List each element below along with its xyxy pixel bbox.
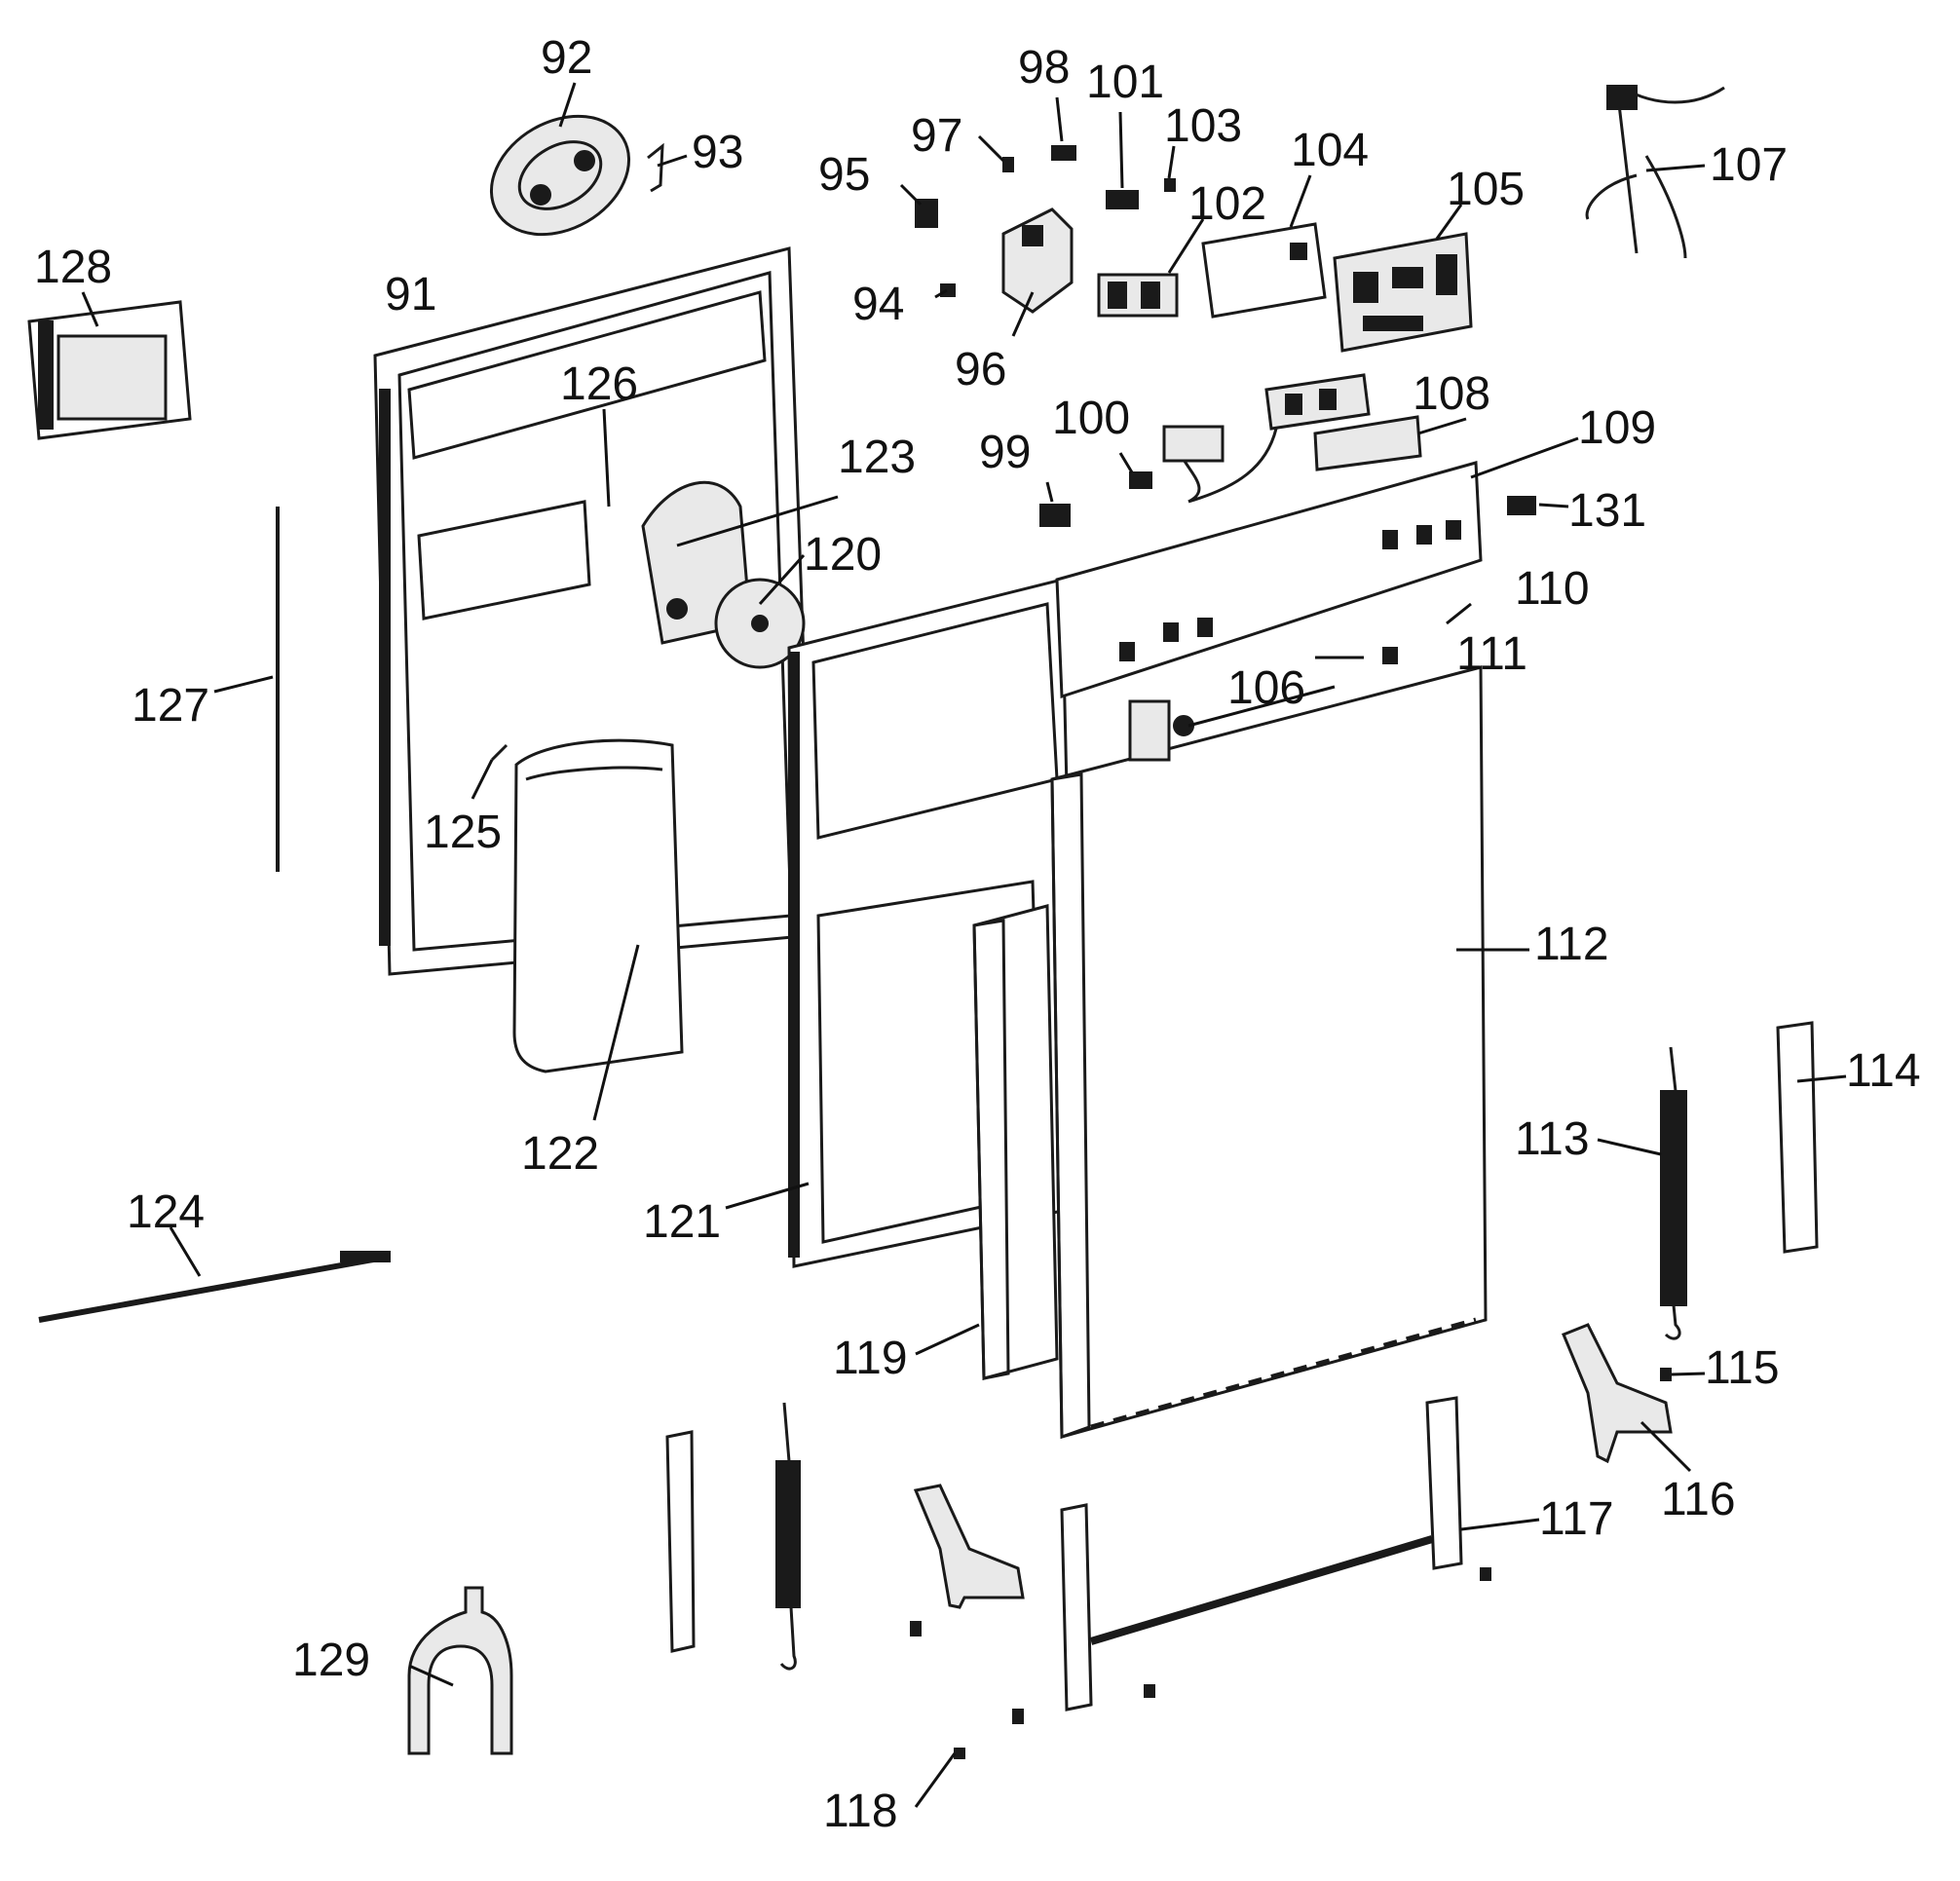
part-128-bracket (27, 300, 192, 440)
callout-104: 104 (1291, 125, 1369, 176)
part-113-spring (1660, 1046, 1687, 1340)
callout-110: 110 (1515, 563, 1590, 615)
part-122-insulation (512, 738, 684, 1073)
callout-129: 129 (292, 1635, 370, 1686)
part-104-control-board (1201, 222, 1327, 319)
part-109-control-panel (1055, 461, 1483, 699)
part-95-connector (915, 199, 938, 228)
part-103-pin (1164, 178, 1176, 192)
part-112-outer-door-panel (1050, 647, 1488, 1440)
part-hinge-arm-left (913, 1484, 1025, 1609)
callout-117: 117 (1539, 1493, 1614, 1545)
part-92-pump-assembly (489, 114, 631, 237)
part-114-bracket (1776, 1021, 1819, 1254)
callout-115: 115 (1705, 1342, 1780, 1394)
part-spring-left (775, 1402, 801, 1671)
callout-123: 123 (838, 432, 916, 483)
part-115-screw (1660, 1368, 1672, 1381)
callout-99: 99 (979, 427, 1031, 478)
callout-111: 111 (1456, 628, 1527, 680)
callout-102: 102 (1188, 178, 1266, 230)
callout-105: 105 (1447, 164, 1525, 215)
callout-101: 101 (1086, 56, 1164, 108)
callout-122: 122 (521, 1128, 599, 1180)
callout-97: 97 (911, 110, 962, 162)
callout-112: 112 (1534, 919, 1609, 970)
callout-127: 127 (132, 680, 209, 732)
callout-labels: 91 92 93 94 95 96 97 98 99 100 101 102 1… (34, 32, 1921, 1837)
part-131-button (1507, 496, 1536, 515)
callout-93: 93 (692, 127, 743, 178)
callout-124: 124 (127, 1186, 205, 1238)
part-100-connector (1129, 471, 1152, 489)
part-97-screw (1002, 157, 1014, 172)
part-116-hinge-arm (1562, 1323, 1673, 1464)
part-125-wire (490, 743, 509, 762)
part-129-hinge-cradle (407, 1586, 513, 1755)
callout-103: 103 (1164, 100, 1242, 152)
part-96-relay (1001, 207, 1074, 314)
callout-95: 95 (818, 149, 870, 201)
part-94-screw (940, 283, 956, 297)
part-99-switch (1039, 504, 1071, 527)
callout-131: 131 (1568, 485, 1646, 537)
part-107-wire-harness (1585, 85, 1725, 259)
callout-125: 125 (424, 807, 502, 858)
part-hinge-bracket-left (665, 1430, 696, 1653)
callout-116: 116 (1661, 1474, 1736, 1525)
callout-96: 96 (955, 344, 1006, 395)
part-101-sensor (1106, 190, 1139, 209)
callout-113: 113 (1515, 1113, 1590, 1165)
part-119-side-trim (972, 904, 1059, 1380)
leader-lines (81, 82, 1847, 1808)
callout-91: 91 (385, 269, 436, 320)
callout-92: 92 (541, 32, 592, 84)
callout-98: 98 (1018, 42, 1070, 94)
part-118-screws (910, 1621, 1155, 1759)
part-124-hinge-rod (38, 1251, 391, 1323)
callout-120: 120 (804, 529, 882, 581)
part-108-wiring-board (1162, 373, 1422, 504)
callout-106: 106 (1227, 662, 1305, 714)
callout-118: 118 (823, 1786, 898, 1837)
part-105-circuit-board (1333, 232, 1473, 353)
part-117-hinge-link (1060, 1396, 1491, 1712)
callout-114: 114 (1846, 1045, 1921, 1097)
callout-121: 121 (643, 1196, 721, 1248)
part-102-terminal-block (1097, 273, 1179, 318)
callout-119: 119 (833, 1333, 908, 1384)
callout-126: 126 (560, 358, 638, 410)
part-106-latch (1128, 699, 1194, 762)
part-98-grommet (1051, 145, 1076, 161)
callout-94: 94 (852, 279, 904, 330)
part-91-inner-door-liner (373, 246, 815, 976)
callout-128: 128 (34, 242, 112, 293)
callout-100: 100 (1052, 393, 1130, 444)
part-120-vent (714, 578, 806, 669)
callout-109: 109 (1578, 402, 1656, 454)
callout-108: 108 (1413, 368, 1490, 420)
part-93-clip (647, 142, 664, 193)
callout-107: 107 (1710, 139, 1788, 191)
